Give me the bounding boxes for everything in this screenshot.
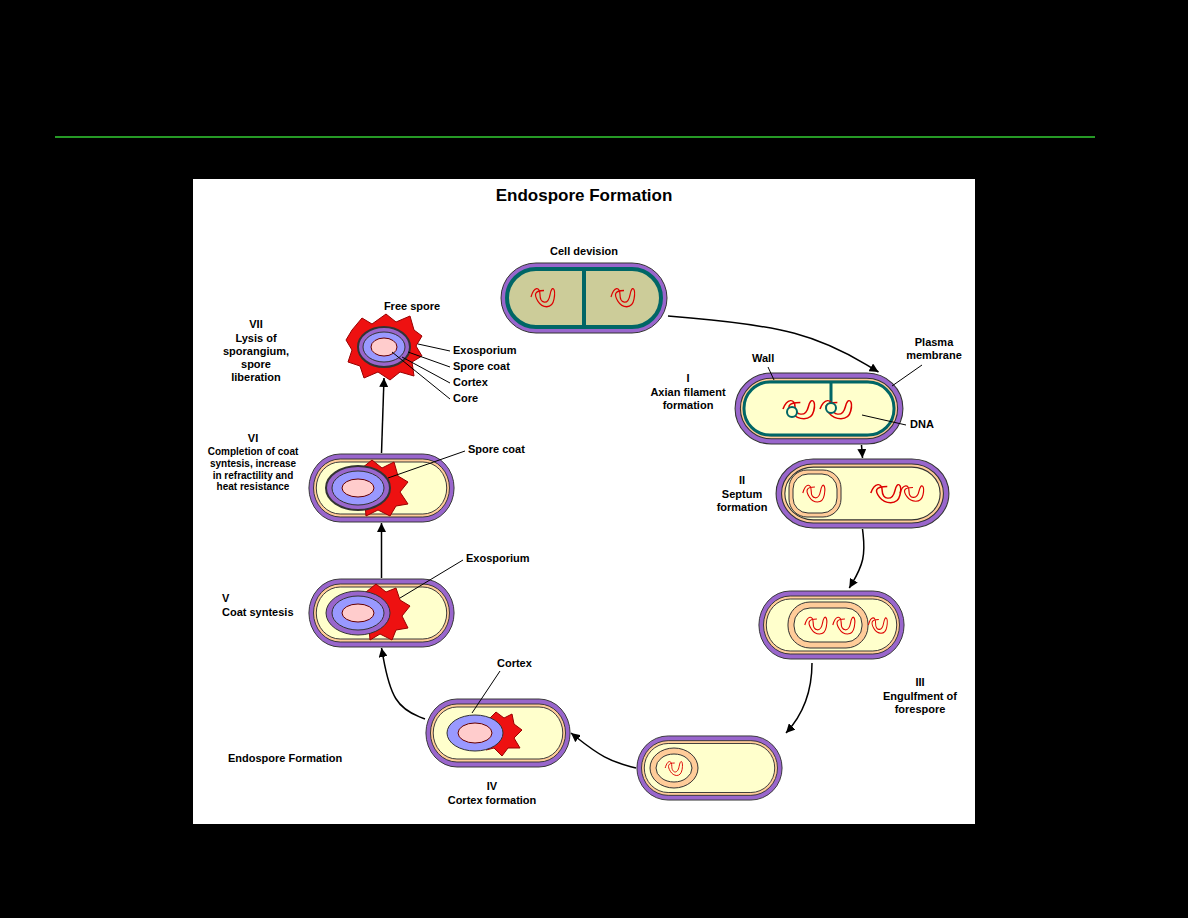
stage-label: Engulfment of forespore xyxy=(872,690,968,716)
stage-number: IV xyxy=(430,780,554,793)
engulfed-cell xyxy=(637,736,782,800)
stage-cell: VIILysis of sporangium, spore liberation… xyxy=(348,316,420,378)
part-label: DNA xyxy=(910,418,950,431)
engulfing-cell xyxy=(759,591,904,659)
stage-label: Cortex formation xyxy=(430,794,554,807)
dividing-cell xyxy=(501,263,667,333)
part-label: Wall xyxy=(752,352,792,365)
stage-arrow xyxy=(668,316,879,372)
stage-arrow xyxy=(382,378,385,453)
stage-cell: VICompletion of coat syntesis, increase … xyxy=(308,453,455,523)
part-label: Endospore Formation xyxy=(228,752,358,765)
stage-label: Septum formation xyxy=(710,488,774,514)
rule-line xyxy=(55,136,1095,138)
stage-cell: VCoat syntesis xyxy=(308,578,455,648)
stage-cell: IAxian filament formation xyxy=(734,372,904,445)
stage-cell: Cell devision xyxy=(500,262,668,334)
septum-cell xyxy=(776,459,949,528)
panel xyxy=(193,179,975,824)
leader-lines xyxy=(388,344,922,713)
stage-arrow xyxy=(381,523,383,578)
stage-cell: IISeptum formation xyxy=(775,458,950,529)
part-label: Plasma membrane xyxy=(900,336,968,362)
stage-label: Coat syntesis xyxy=(222,606,306,619)
stage-label: Completion of coat syntesis, increase in… xyxy=(206,446,300,493)
stage-arrow xyxy=(571,733,636,768)
axial-filament-cell xyxy=(735,373,903,444)
stage-label: Cell devision xyxy=(524,245,644,258)
stage-arrow xyxy=(862,445,863,458)
stage-label: Free spore xyxy=(372,300,452,313)
part-label: Cortex xyxy=(453,376,543,389)
free-spore xyxy=(346,314,422,380)
cortex-cell xyxy=(426,699,570,767)
stage-number: II xyxy=(710,474,774,487)
part-label: Spore coat xyxy=(468,443,558,456)
diagram-title: Endospore Formation xyxy=(193,186,975,206)
stage-arrow xyxy=(382,648,426,719)
stage-number: VII xyxy=(216,318,296,331)
stage-number: V xyxy=(222,592,306,605)
part-label: Exosporium xyxy=(466,552,556,565)
part-label: Core xyxy=(453,392,543,405)
stage-label: Lysis of sporangium, spore liberation xyxy=(216,332,296,384)
stage-number: VI xyxy=(206,432,300,445)
stage-label: Axian filament formation xyxy=(642,386,734,412)
part-label: Exosporium xyxy=(453,344,543,357)
part-label: Cortex xyxy=(497,657,567,670)
stage-number: I xyxy=(642,372,734,385)
stage-arrow xyxy=(849,529,864,588)
stage-cell: IIIEngulfment of forespore xyxy=(636,588,906,801)
coat-cell xyxy=(309,579,454,647)
part-label: Spore coat xyxy=(453,360,543,373)
stage-arrow xyxy=(786,663,812,733)
stage-number: III xyxy=(872,676,968,689)
stage-cell: IVCortex formation xyxy=(425,698,571,768)
mature-cell xyxy=(309,454,454,522)
